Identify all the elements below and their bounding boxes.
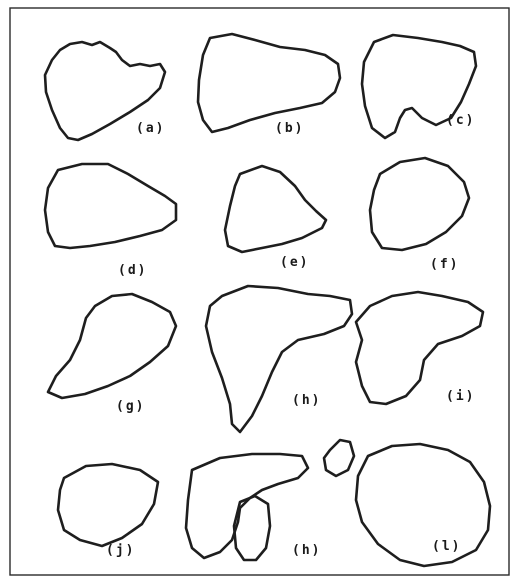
- shape-k-outline-lobe: [234, 496, 270, 560]
- panel-label-j: (j): [106, 543, 135, 558]
- panel-h: (h): [206, 286, 352, 432]
- shape-b-outline: [198, 34, 340, 132]
- panel-a: (a): [45, 42, 165, 140]
- panel-i: (i): [356, 292, 483, 404]
- shape-g-outline: [48, 294, 176, 398]
- shape-j-outline: [58, 464, 158, 546]
- panel-f: (f): [370, 158, 469, 272]
- panel-d: (d): [45, 164, 176, 278]
- panel-label-e: (e): [280, 255, 309, 270]
- panel-j: (j): [58, 464, 158, 558]
- shape-k-outline-fragment: [324, 440, 354, 476]
- shape-h-outline: [206, 286, 352, 432]
- panel-c: (c): [362, 35, 476, 138]
- shape-i-outline: [356, 292, 483, 404]
- panel-b: (b): [198, 34, 340, 136]
- panel-label-f: (f): [430, 257, 459, 272]
- shape-e-outline: [225, 166, 326, 252]
- panel-label-g: (g): [116, 399, 145, 414]
- shape-l-outline: [356, 444, 490, 566]
- panel-label-b: (b): [275, 121, 304, 136]
- panel-label-d: (d): [118, 263, 147, 278]
- panel-label-c: (c): [446, 113, 475, 128]
- panel-l: (l): [356, 444, 490, 566]
- panel-label-h: (h): [292, 393, 321, 408]
- panel-k: (h): [186, 440, 354, 560]
- shape-k-outline-main: [186, 454, 308, 558]
- panel-label-a: (a): [136, 121, 165, 136]
- shape-f-outline: [370, 158, 469, 250]
- panel-label-i: (i): [446, 389, 475, 404]
- panel-label-l: (l): [432, 539, 461, 554]
- panel-e: (e): [225, 166, 326, 270]
- shape-d-outline: [45, 164, 176, 248]
- panel-g: (g): [48, 294, 176, 414]
- figure-frame: [10, 8, 509, 575]
- panel-label-k: (h): [292, 543, 321, 558]
